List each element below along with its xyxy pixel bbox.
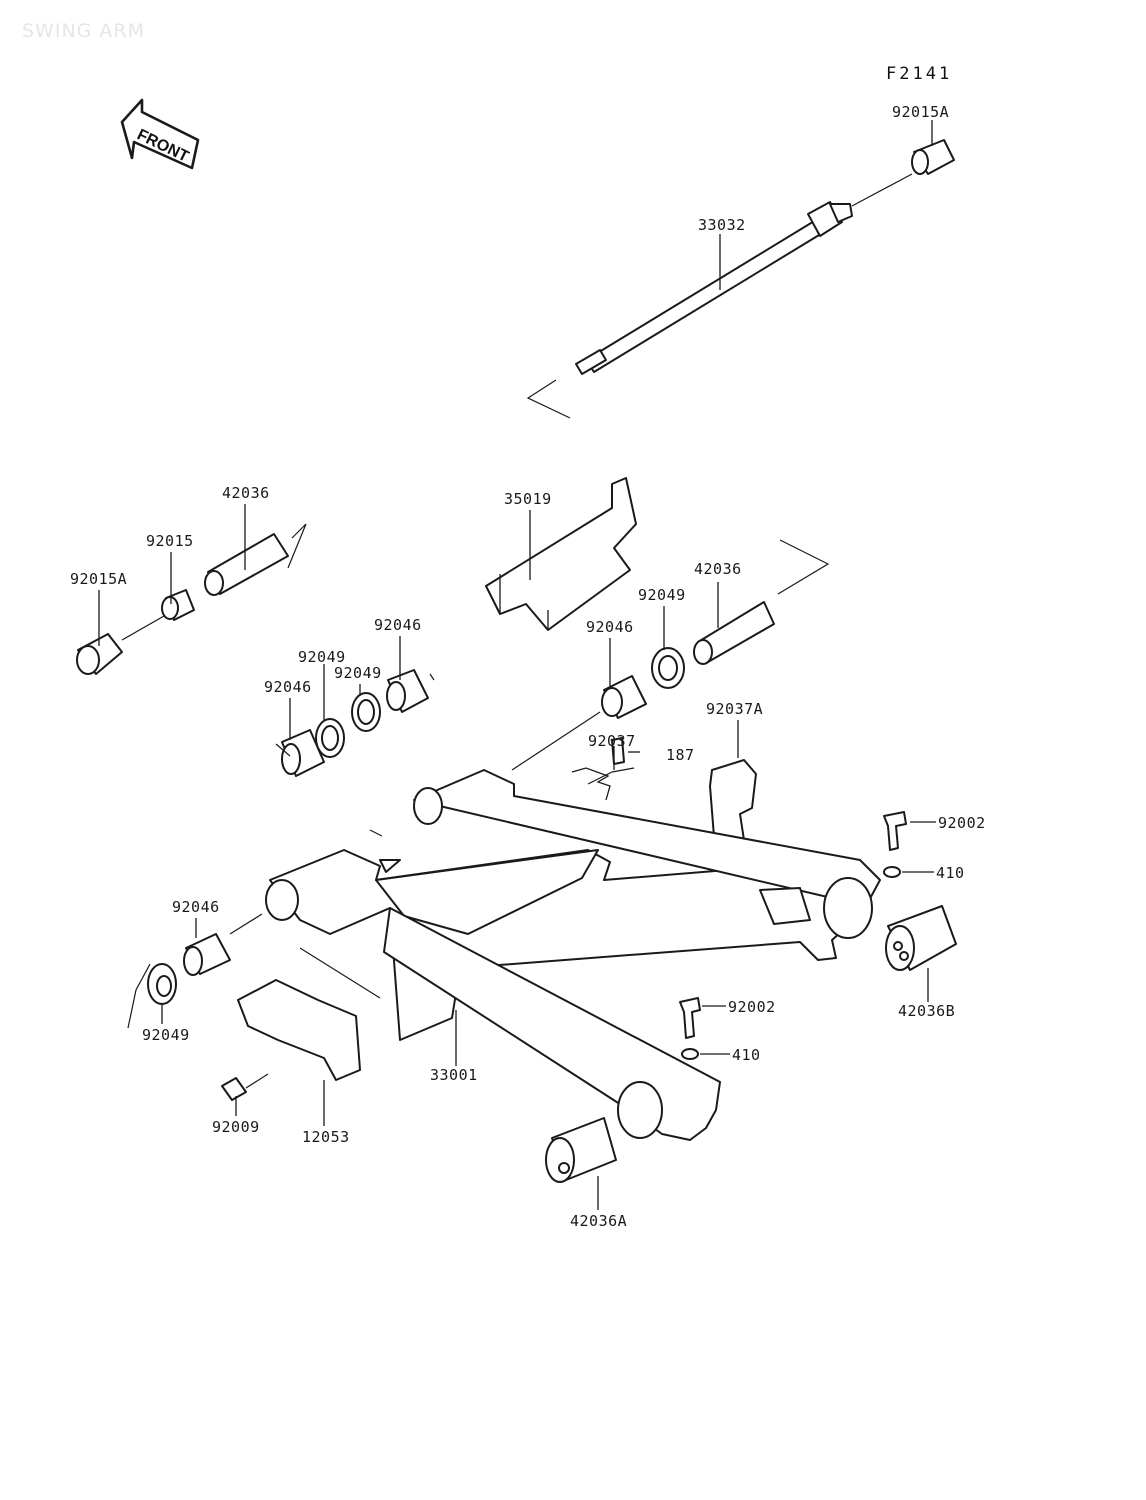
front-arrow-icon: FRONT [120,98,200,170]
swing-arm-33001 [265,769,881,1141]
bearing-92046-lower [183,913,263,976]
part-label-42036B: 42036B [898,1002,956,1020]
clip-92037 [571,767,635,801]
cap-92015A-left [76,615,165,675]
part-label-42036A: 42036A [570,1212,628,1230]
part-label-92015A-left: 92015A [70,570,128,588]
seal-92049-lower [127,963,177,1029]
bracket-35019 [485,477,637,631]
sleeve-42036-left [204,523,307,596]
part-label-42036-left: 42036 [222,484,270,502]
part-label-187: 187 [666,746,695,764]
part-label-92037: 92037 [588,732,636,750]
part-label-92015A-top: 92015A [892,103,950,121]
part-label-92015-left: 92015 [146,532,194,550]
part-label-92049-lower: 92049 [142,1026,190,1044]
chain-guide-12053 [237,979,361,1081]
bolt-92002-right [883,811,907,851]
adjuster-42036B [885,905,957,971]
washer-410-center [681,1048,699,1060]
part-label-33032: 33032 [698,216,746,234]
part-label-92046-left-mid: 92046 [264,678,312,696]
washer-410-right [883,866,901,878]
part-label-42036-right: 42036 [694,560,742,578]
adjuster-42036A [545,1117,617,1183]
bearing-stack-left [275,669,435,777]
part-label-92009: 92009 [212,1118,260,1136]
part-label-92002-right: 92002 [938,814,986,832]
bearing-stack-right [511,539,830,771]
part-label-92046-upper: 92046 [374,616,422,634]
part-label-410-right: 410 [936,864,965,882]
part-label-92037A: 92037A [706,700,764,718]
figure-number: F2141 [886,64,953,84]
part-label-92049-upper-a: 92049 [298,648,346,666]
part-label-92049-right: 92049 [638,586,686,604]
bushing-92015-left [161,589,195,621]
watermark-title: SWING ARM [22,20,146,42]
nut-92015A-top [911,139,955,175]
bolt-187 [611,737,625,765]
part-label-92046-right: 92046 [586,618,634,636]
bolt-92002-center [679,997,701,1039]
bolt-92009 [221,1073,269,1101]
part-label-92046-lower: 92046 [172,898,220,916]
part-label-92002-center: 92002 [728,998,776,1016]
pivot-shaft-33032 [526,173,913,419]
part-label-410-center: 410 [732,1046,761,1064]
part-label-35019: 35019 [504,490,552,508]
part-label-92049-upper-b: 92049 [334,664,382,682]
part-label-33001: 33001 [430,1066,478,1084]
leader-lines [98,120,936,1210]
part-label-12053: 12053 [302,1128,350,1146]
